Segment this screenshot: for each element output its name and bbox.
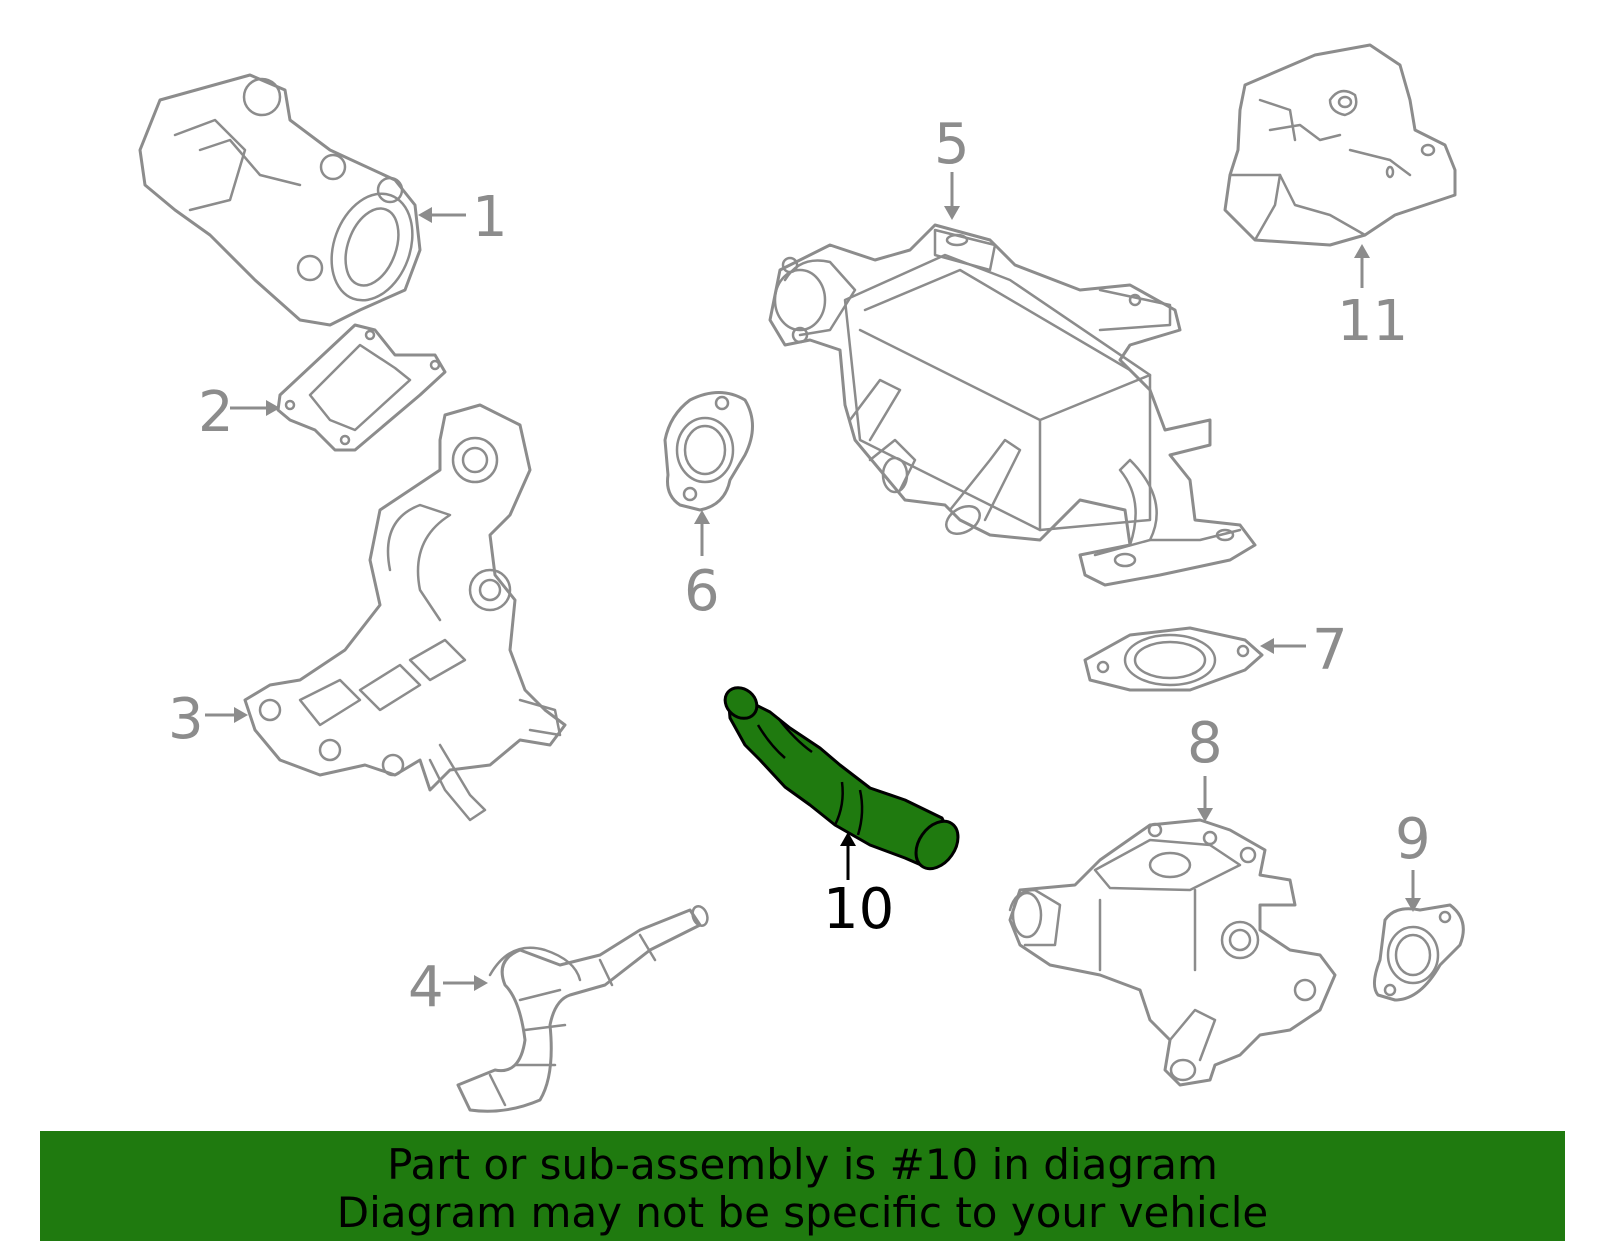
part-3-egr-pipe bbox=[243, 403, 567, 822]
callout-3: 3 bbox=[168, 687, 248, 752]
part-11-heat-shield bbox=[1223, 43, 1457, 247]
callout-1: 1 bbox=[418, 185, 508, 250]
part-2-gasket bbox=[276, 323, 447, 452]
banner-line-part: Part or sub-assembly is #10 in diagram bbox=[387, 1140, 1218, 1189]
part-4-hose bbox=[456, 905, 709, 1113]
callout-9: 9 bbox=[1395, 807, 1431, 912]
callout-6: 6 bbox=[684, 510, 720, 624]
svg-text:10: 10 bbox=[823, 877, 894, 942]
info-banner: Part or sub-assembly is #10 in diagram D… bbox=[40, 1131, 1565, 1241]
svg-text:7: 7 bbox=[1312, 618, 1348, 683]
banner-line-disclaimer: Diagram may not be specific to your vehi… bbox=[336, 1188, 1269, 1237]
callout-7: 7 bbox=[1260, 618, 1348, 683]
svg-text:5: 5 bbox=[934, 112, 970, 177]
svg-text:2: 2 bbox=[198, 380, 234, 445]
callout-4: 4 bbox=[408, 955, 488, 1020]
svg-text:8: 8 bbox=[1187, 711, 1223, 776]
part-10-hose bbox=[723, 686, 960, 871]
part-6-gasket bbox=[663, 391, 754, 512]
callout-11: 11 bbox=[1337, 244, 1408, 354]
callout-5: 5 bbox=[934, 112, 970, 220]
svg-text:11: 11 bbox=[1337, 289, 1408, 354]
part-8-housing bbox=[1008, 818, 1337, 1087]
callout-2: 2 bbox=[198, 380, 280, 445]
part-7-gasket bbox=[1083, 626, 1264, 692]
callout-8: 8 bbox=[1187, 711, 1223, 822]
svg-text:3: 3 bbox=[168, 687, 204, 752]
svg-text:6: 6 bbox=[684, 559, 720, 624]
part-5-egr-cooler bbox=[768, 223, 1257, 587]
svg-text:1: 1 bbox=[472, 185, 508, 250]
callout-10: 10 bbox=[823, 832, 894, 942]
svg-text:4: 4 bbox=[408, 955, 444, 1020]
part-9-gasket bbox=[1373, 903, 1465, 1002]
svg-text:9: 9 bbox=[1395, 807, 1431, 872]
part-1-egr-valve bbox=[138, 73, 422, 327]
